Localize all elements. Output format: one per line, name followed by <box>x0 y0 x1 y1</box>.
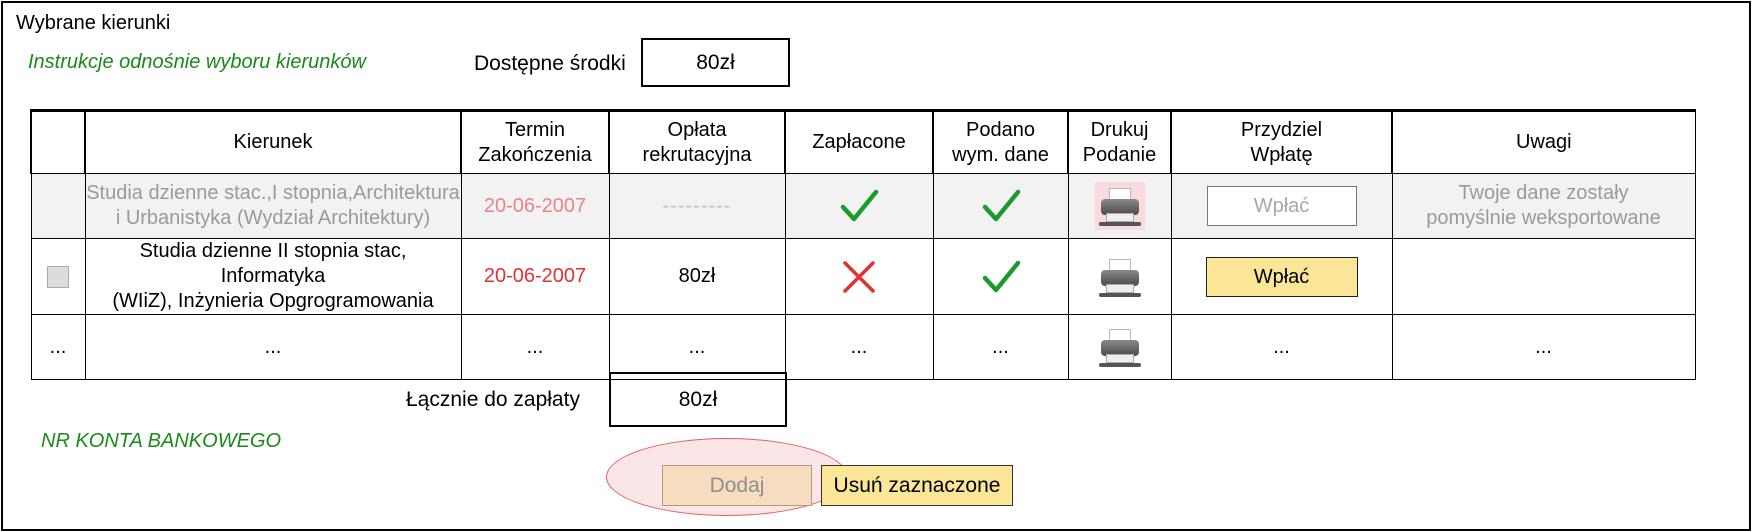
check-icon <box>784 173 934 239</box>
remarks: ... <box>1391 314 1696 380</box>
available-funds-value: 80zł <box>641 38 790 87</box>
remove-selected-button[interactable]: Usuń zaznaczone <box>821 465 1013 506</box>
printer-icon[interactable] <box>1094 182 1145 230</box>
assign-payment-cell: Wpłać <box>1170 238 1393 315</box>
select-cell: ... <box>30 314 86 380</box>
program-name: Studia dzienne stac.,I stopnia,Architekt… <box>84 173 462 239</box>
print-cell <box>1067 173 1172 239</box>
program-name: Studia dzienne II stopnia stac, Informat… <box>84 238 462 315</box>
select-cell <box>30 238 86 315</box>
assign-payment-cell: ... <box>1170 314 1393 380</box>
end-date: ... <box>460 314 610 380</box>
printer-icon[interactable] <box>1095 253 1145 301</box>
available-funds-label: Dostępne środki <box>474 52 626 75</box>
table-row[interactable]: Studia dzienne II stopnia stac, Informat… <box>30 238 1696 315</box>
fee-value: 80zł <box>608 238 786 315</box>
cross-icon <box>784 238 934 315</box>
program-name: ... <box>84 314 462 380</box>
total-value: 80zł <box>609 372 787 427</box>
header-zaplacone: Zapłacone <box>784 110 934 174</box>
end-date: 20-06-2007 <box>460 238 610 315</box>
header-select <box>30 110 86 174</box>
check-icon <box>932 238 1069 315</box>
header-kierunek: Kierunek <box>84 110 462 174</box>
fee-value: --------- <box>608 173 786 239</box>
print-cell <box>1067 238 1172 315</box>
row-checkbox[interactable] <box>47 265 69 288</box>
paid-status: ... <box>784 314 934 380</box>
header-uwagi: Uwagi <box>1391 110 1696 174</box>
check-icon <box>932 173 1069 239</box>
panel-title: Wybrane kierunki <box>16 12 171 34</box>
assign-payment-cell: Wpłać <box>1170 173 1393 239</box>
table-row[interactable]: Studia dzienne stac.,I stopnia,Architekt… <box>30 173 1696 239</box>
end-date: 20-06-2007 <box>460 173 610 239</box>
select-cell <box>30 173 86 239</box>
pay-button[interactable]: Wpłać <box>1205 256 1358 297</box>
printer-icon[interactable] <box>1095 323 1145 371</box>
instructions-link[interactable]: Instrukcje odnośnie wyboru kierunków <box>28 51 366 73</box>
bank-account-label: NR KONTA BANKOWEGO <box>41 430 282 452</box>
print-cell <box>1067 314 1172 380</box>
total-label: Łącznie do zapłaty <box>406 388 580 411</box>
add-button[interactable]: Dodaj <box>662 465 812 506</box>
data-submitted-status: ... <box>932 314 1069 380</box>
pay-button[interactable]: Wpłać <box>1206 186 1357 226</box>
remarks <box>1391 238 1696 315</box>
table-row: ... ... ... ... ... ... ... ... <box>30 314 1696 380</box>
fee-value: ... <box>608 314 786 380</box>
